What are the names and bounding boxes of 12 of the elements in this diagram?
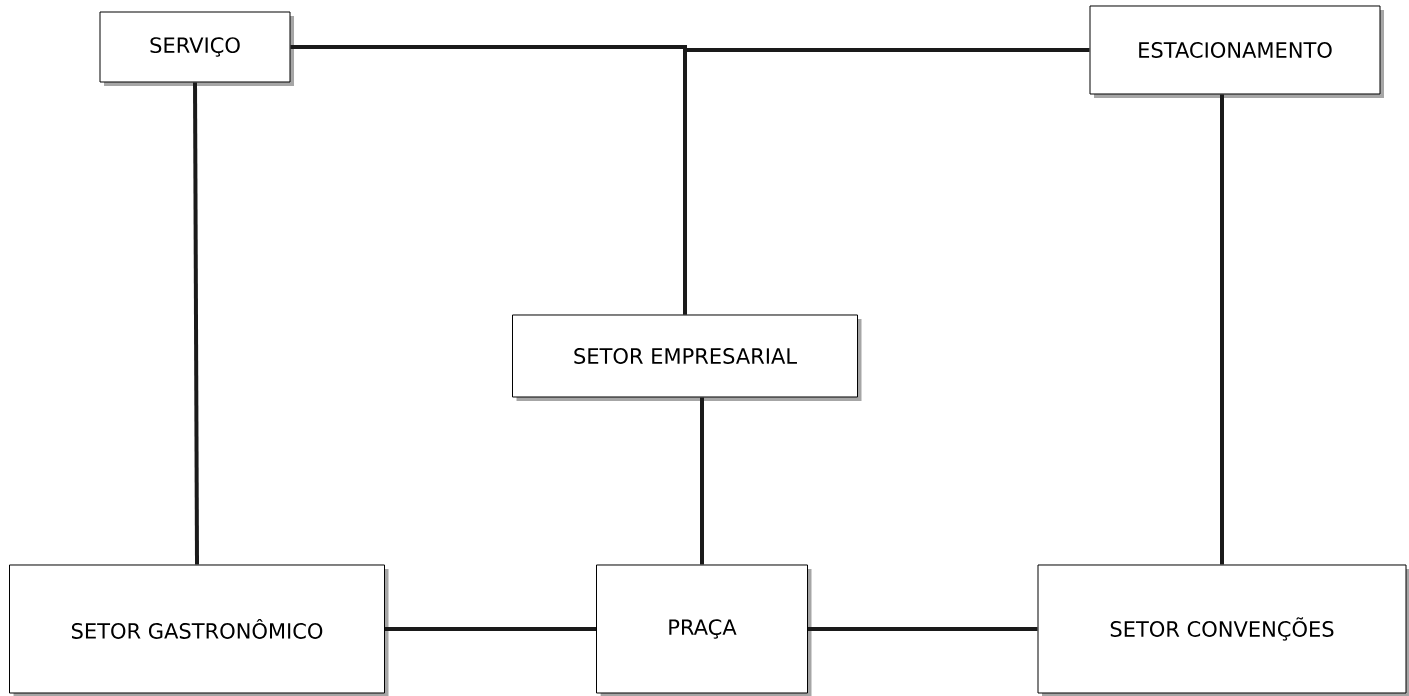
box: SETOR EMPRESARIAL <box>512 314 862 401</box>
connector-line <box>700 397 704 565</box>
box: SERVIÇO <box>99 11 294 86</box>
box: ESTACIONAMENTO <box>1089 5 1384 98</box>
box: SETOR GASTRONÔMICO <box>9 564 389 696</box>
connector-line <box>683 48 1090 315</box>
box: SETOR CONVENÇÕES <box>1037 564 1409 696</box>
box: PRAÇA <box>596 564 812 696</box>
connector-line <box>193 82 199 565</box>
connector-line <box>808 627 1038 631</box>
connector-line <box>385 627 596 631</box>
connector-line <box>1220 94 1224 565</box>
